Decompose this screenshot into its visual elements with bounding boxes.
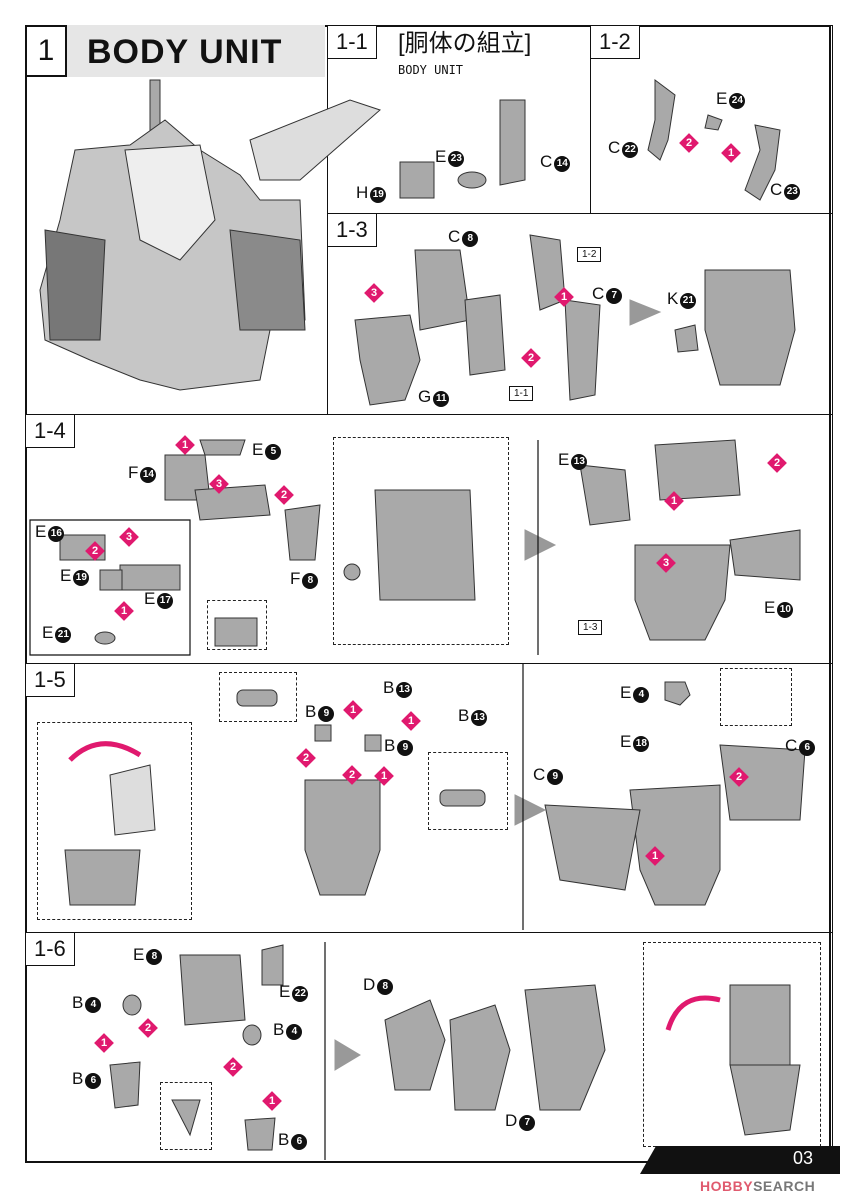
- order-marker: 2: [521, 348, 541, 368]
- watermark: HOBBYSEARCH: [700, 1178, 816, 1194]
- step-label: 1-2: [590, 25, 640, 59]
- order-marker: 1: [554, 287, 574, 307]
- step-reference: 1-3: [578, 620, 603, 635]
- order-marker: 1: [114, 601, 134, 621]
- order-marker: 1: [645, 846, 665, 866]
- step-label: 1-3: [327, 213, 377, 247]
- page-number: 03: [793, 1148, 814, 1168]
- panel-step-1-6: 1-6: [25, 932, 833, 1163]
- next-arrow: [514, 794, 547, 826]
- order-marker: 2: [274, 485, 294, 505]
- step-label: 1-4: [25, 414, 75, 448]
- detail-box: [207, 600, 267, 650]
- section-title: BODY UNIT: [67, 25, 325, 77]
- order-marker: 1: [343, 700, 363, 720]
- order-marker: 2: [138, 1018, 158, 1038]
- order-marker: 1: [664, 491, 684, 511]
- section-number: 1: [25, 25, 67, 77]
- rotate-arrow: [68, 741, 142, 762]
- order-marker: 3: [209, 474, 229, 494]
- order-marker: 3: [364, 283, 384, 303]
- step-label: 1-1: [327, 25, 377, 59]
- detail-box: [160, 1082, 212, 1150]
- step-reference: 1-1: [509, 386, 534, 401]
- order-marker: 2: [679, 133, 699, 153]
- detail-box: [428, 752, 508, 830]
- detail-box: [219, 672, 297, 722]
- step-reference: 1-2: [577, 247, 602, 262]
- step-label: 1-6: [25, 932, 75, 966]
- footer-bar: [640, 1146, 840, 1174]
- order-marker: 1: [94, 1033, 114, 1053]
- order-marker: 2: [342, 765, 362, 785]
- order-marker: 2: [85, 541, 105, 561]
- order-marker: 2: [729, 767, 749, 787]
- order-marker: 1: [262, 1091, 282, 1111]
- order-marker: 1: [401, 711, 421, 731]
- detail-box: [720, 668, 792, 726]
- order-marker: 2: [296, 748, 316, 768]
- rotate-arrow: [665, 995, 721, 1031]
- next-arrow: [524, 529, 557, 561]
- order-marker: 1: [721, 143, 741, 163]
- order-marker: 2: [223, 1057, 243, 1077]
- order-marker: 2: [767, 453, 787, 473]
- step-title-jp: [胴体の組立]: [398, 30, 532, 57]
- step-title-en: BODY UNIT: [398, 63, 464, 77]
- order-marker: 3: [656, 553, 676, 573]
- order-marker: 3: [119, 527, 139, 547]
- step-label: 1-5: [25, 663, 75, 697]
- next-arrow: [334, 1039, 361, 1071]
- order-marker: 1: [175, 435, 195, 455]
- order-marker: 1: [374, 766, 394, 786]
- detail-box: [333, 437, 509, 645]
- next-arrow: [629, 299, 662, 326]
- detail-box: [37, 722, 192, 920]
